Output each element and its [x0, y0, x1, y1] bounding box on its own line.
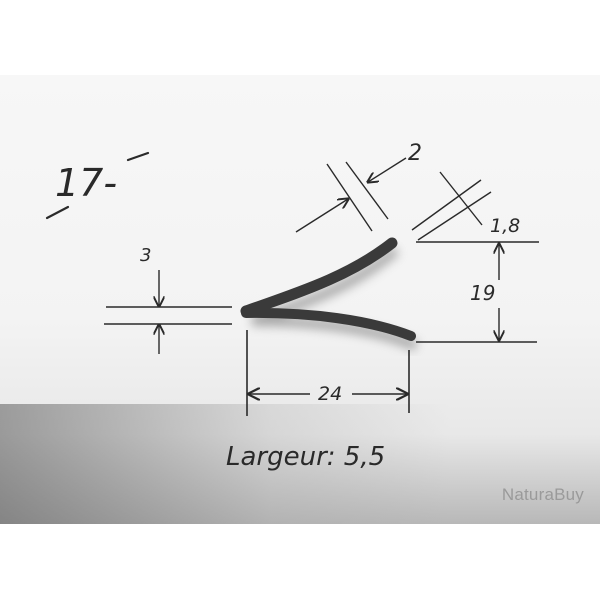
paper-photo — [0, 75, 600, 524]
dimension-1-8-lines — [411, 171, 539, 243]
dimension-2-label: 2 — [408, 141, 422, 166]
dimension-24-label: 24 — [318, 383, 342, 405]
dimension-1-8-label: 1,8 — [490, 215, 520, 237]
dimension-2-lines — [295, 157, 407, 233]
dimension-3-label: 3 — [140, 245, 151, 266]
watermark: NaturaBuy — [501, 485, 584, 504]
dimension-3-lines — [104, 270, 232, 354]
dimension-24-lines — [246, 330, 410, 416]
spring-wire — [240, 237, 416, 341]
caption-largeur: Largeur: 5,5 — [226, 442, 385, 472]
dimension-19-label: 19 — [470, 281, 495, 305]
dimension-19-lines — [416, 244, 537, 343]
figure-number-strokes — [45, 151, 150, 220]
figure-number: 17- — [55, 161, 117, 205]
